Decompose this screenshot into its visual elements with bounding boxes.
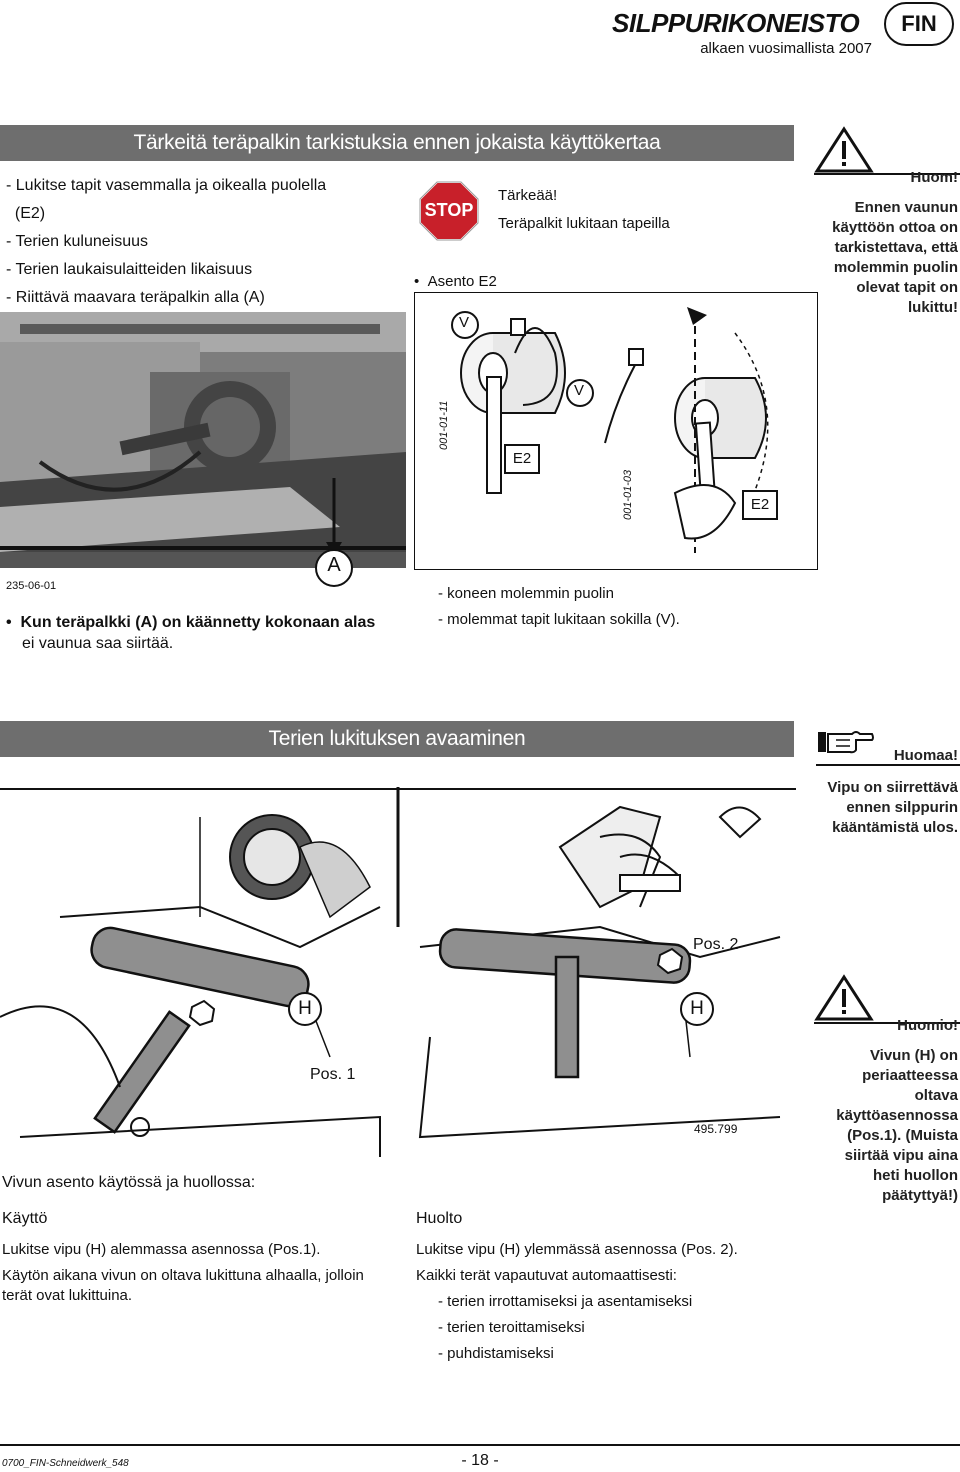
e2-label-1: E2 [512,450,532,467]
warning-line: molemmin puolin [833,259,958,276]
use-section: Käyttö Lukitse vipu (H) alemmassa asenno… [2,1210,402,1306]
v-label-2: V [573,382,584,399]
list-item: - terien irrottamiseksi ja asentamiseksi [438,1293,693,1310]
e2-label-2: E2 [750,496,770,513]
warning-title: Huom! [910,169,959,186]
note-line: ennen silppurin [846,799,958,816]
bullet-dot: • [414,273,428,290]
lever-drawing [0,757,796,1157]
warning-line: oltava [914,1087,958,1104]
check-list: - Lukitse tapit vasemmalla ja oikealla p… [6,172,396,312]
warning-line: siirtää vipu aina [844,1147,958,1164]
language-badge: FIN [884,2,954,46]
position-label: Asento E2 [427,273,497,290]
label-a: A [327,554,341,576]
list-item: - molemmat tapit lukitaan sokilla (V). [438,611,680,628]
h-label-2: H [690,998,704,1019]
warning-line: olevat tapit on [856,279,958,296]
language-code: FIN [901,11,937,36]
pos-2-label: Pos. 2 [693,936,739,953]
transport-warning-line: • Kun teräpalkki (A) on käännetty kokona… [6,612,406,633]
warning-triangle-icon [814,974,874,1021]
note-line: Vipu on siirrettävä [827,779,958,796]
page-number: - 18 - [461,1452,499,1469]
list-item: - Lukitse tapit vasemmalla ja oikealla p… [6,177,327,194]
photo-id: 235-06-01 [6,580,57,592]
list-item: - puhdistamiseksi [438,1345,554,1362]
list-item: (E2) [6,205,46,222]
position-bullet: • Asento E2 [414,272,497,292]
cutter-bar-photo [0,312,406,602]
warning-line: heti huollon [873,1167,958,1184]
section-title: Tärkeitä teräpalkin tarkistuksia ennen j… [133,131,661,154]
figure-id-2: 001-01-03 [622,469,634,520]
warning-line: tarkistettava, että [834,239,958,256]
important-text: Teräpalkit lukitaan tapeilla [498,215,670,232]
service-line: Kaikki terät vapautuvat automaattisesti: [416,1267,677,1284]
label-a-circle [315,549,353,587]
use-line: Käytön aikana vivun on oltava lukittuna … [2,1267,364,1284]
lever-diagram [0,757,796,1157]
list-item: - Terien laukaisulaitteiden likaisuus [6,261,253,278]
section-title-bar: Tärkeitä teräpalkin tarkistuksia ennen j… [0,125,794,161]
section-title: Terien lukituksen avaaminen [268,727,526,750]
warning-line: Ennen vaunun [854,199,958,216]
figure-id-1: 001-01-11 [438,400,450,450]
stop-sign-icon [419,181,479,241]
stop-label: STOP [424,200,474,220]
important-title: Tärkeää! [498,187,558,204]
divider [814,173,960,175]
use-line: terät ovat lukittuina. [2,1287,133,1304]
warning-triangle-icon [814,126,874,173]
warning-line: käyttöön ottoa on [832,219,958,236]
divider [814,1022,960,1024]
transport-warning: • Kun teräpalkki (A) on käännetty kokona… [6,612,406,654]
service-title: Huolto [416,1210,463,1227]
note-line: kääntämistä ulos. [832,819,958,836]
lever-heading: Vivun asento käytössä ja huollossa: [2,1174,256,1191]
warning-line: Vivun (H) on [869,1047,958,1064]
pin-instructions: - koneen molemmin puolin - molemmat tapi… [438,584,680,630]
photo-drawing [0,312,406,602]
pin-lock-drawing [451,307,778,553]
warning-note: Huomio! Vivun (H) on periaatteessa oltav… [808,1016,958,1206]
divider [816,764,960,766]
list-item: - Terien kuluneisuus [6,233,149,250]
pin-lock-diagram [414,292,818,570]
section-title-bar: Terien lukituksen avaaminen [0,721,794,757]
service-section: Huolto Lukitse vipu (H) ylemmässä asenno… [416,1210,806,1364]
document-title: SILPPURIKONEISTO [612,8,860,38]
warning-line: periaatteessa [862,1067,958,1084]
bullet-dot: • [6,614,21,631]
list-item: - terien teroittamiseksi [438,1319,585,1336]
list-item: - Riittävä maavara teräpalkin alla (A) [6,289,265,306]
v-label-1: V [458,314,469,331]
warning-title: Huomio! [897,1017,958,1034]
figure-id: 495.799 [694,1122,738,1136]
use-title: Käyttö [2,1210,48,1227]
footer-rule [0,1444,960,1446]
list-item: - koneen molemmin puolin [438,585,614,602]
transport-warning-line: ei vaunua saa siirtää. [22,635,174,652]
warning-note: Huom! Ennen vaunun käyttöön ottoa on tar… [812,168,958,318]
note-title: Huomaa! [893,747,958,764]
warning-line: (Pos.1). (Muista [847,1127,958,1144]
pos-1-label: Pos. 1 [310,1066,356,1083]
document-subtitle: alkaen vuosimallista 2007 [700,40,872,57]
footer-doc-id: 0700_FIN-Schneidwerk_548 [2,1458,129,1469]
use-line: Lukitse vipu (H) alemmassa asennossa (Po… [2,1241,321,1258]
pointing-hand-icon [818,731,874,754]
warning-line: lukittu! [908,299,958,316]
warning-line: käyttöasennossa [836,1107,958,1124]
info-note: Huomaa! Vipu on siirrettävä ennen silppu… [808,746,958,838]
transport-warning-text: Kun teräpalkki (A) on käännetty kokonaan… [20,614,376,631]
h-label-1: H [298,998,312,1019]
warning-line: päätyttyä!) [882,1187,958,1204]
service-line: Lukitse vipu (H) ylemmässä asennossa (Po… [416,1241,738,1258]
